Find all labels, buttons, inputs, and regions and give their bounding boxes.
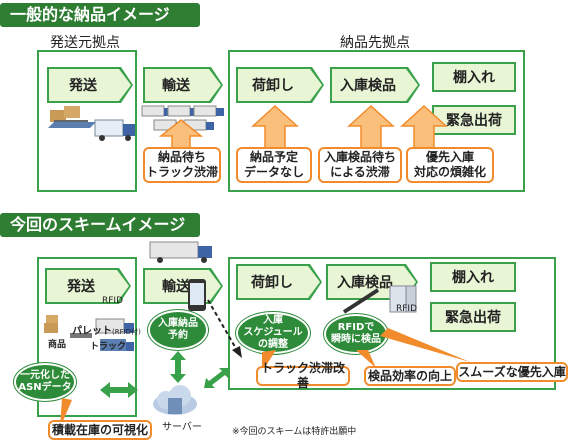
benefit-inspection-efficiency: 検品効率の向上 [364,366,456,386]
boxes-truck-illustration [48,106,135,141]
server-label: サーバー [162,422,202,433]
phone-server-arrow [170,351,186,383]
destination-label: 納品先拠点 [340,35,410,51]
scheme-unload-step: 荷卸し [238,266,320,298]
smartphone-icon [188,279,206,311]
dashed-arrow [207,299,242,358]
server-cloud-icon [153,385,197,415]
rfid-inspect-bubble: RFIDで 瞬時に検品 [324,314,388,354]
urgent-ship-box: 緊急出荷 [432,105,516,135]
problem-truck-wait: 納品待ち トラック渋滞 [143,147,221,183]
unload-step: 荷卸し [238,69,322,101]
truck-label: トラック [90,342,127,352]
scheme-transport-step: 輸送 [145,270,221,302]
scheme-urgent-ship-box: 緊急出荷 [430,302,516,332]
rfid-reader-illustration [342,285,417,314]
benefit-priority-receiving: スムーズな優先入庫 [456,362,568,382]
rfid-label-destination: RFID [396,304,418,314]
benefit-visibility: 積載在庫の可視化 [48,420,152,440]
booking-bubble: 入庫納品 予約 [148,310,208,350]
pallet-truck-illustration [44,315,134,351]
origin-label: 発送元拠点 [50,35,120,51]
ship-step: 発送 [49,69,131,101]
patent-note: ※今回のスキームは特許出願中 [232,427,357,437]
inspect-step: 入庫検品 [332,69,418,101]
asn-data-bubble: 一元化した ASNデータ [14,363,76,401]
top-section-title: 一般的な納品イメージ [0,3,200,27]
scheme-ship-step: 発送 [47,270,129,302]
transport-step: 輸送 [145,69,221,101]
scheme-truck-icon [149,241,212,263]
server-destination-arrow [204,368,230,388]
rfid-label-origin: RFID [102,296,124,306]
goods-label: 商品 [48,340,67,350]
shelve-box: 棚入れ [432,62,516,92]
pallet-label: パレット(RFID付) [72,326,141,337]
benefit-truck-congestion: トラック渋滞改善 [256,361,350,390]
asn-server-arrow [100,382,138,398]
problem-priority-complexity: 優先入庫 対応の煩雑化 [406,147,494,183]
scheme-shelve-box: 棚入れ [430,262,516,292]
bottom-section-title: 今回のスキームイメージ [0,213,200,237]
problem-inspection-congestion: 入庫検品待ち による渋滞 [318,147,402,183]
problem-no-schedule-data: 納品予定 データなし [236,147,312,183]
